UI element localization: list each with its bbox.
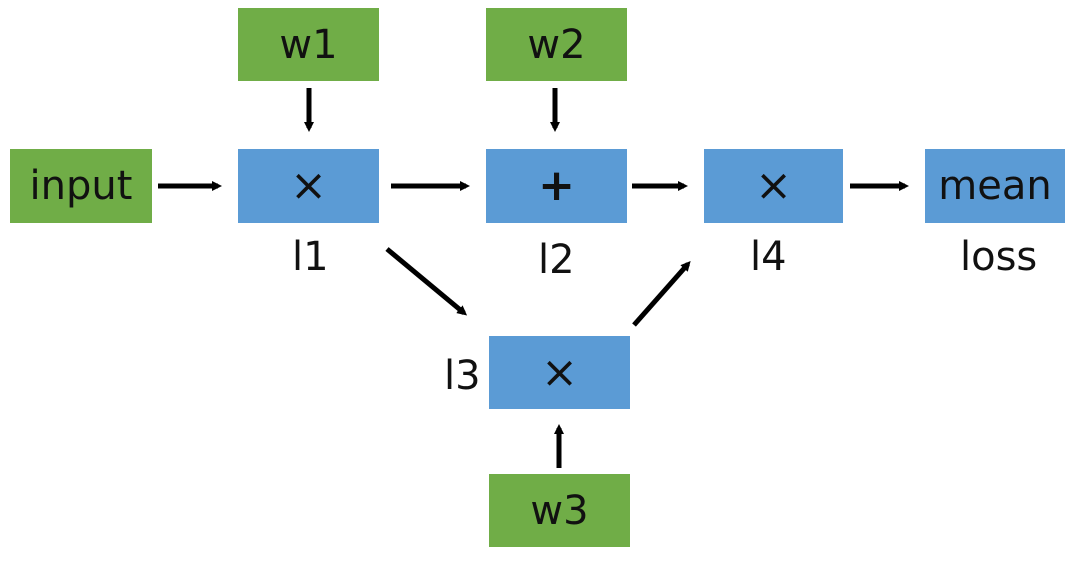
label-l2: l2 xyxy=(538,237,575,283)
node-l1-multiply: × xyxy=(238,149,379,223)
node-w1-label: w1 xyxy=(279,21,338,68)
node-w3-label: w3 xyxy=(530,487,589,534)
multiply-icon: × xyxy=(290,160,327,211)
label-loss: loss xyxy=(960,234,1038,280)
node-l2-add: + xyxy=(486,149,627,223)
node-mean-label: mean xyxy=(938,163,1052,209)
node-input-label: input xyxy=(29,163,133,209)
multiply-icon: × xyxy=(755,160,792,211)
edge-l1-to-l3 xyxy=(385,247,468,316)
label-l4: l4 xyxy=(750,234,787,280)
multiply-icon: × xyxy=(541,346,578,398)
label-l1: l1 xyxy=(292,234,329,280)
node-l4-multiply: × xyxy=(704,149,843,223)
node-w3: w3 xyxy=(489,474,630,547)
node-w1: w1 xyxy=(238,8,379,81)
node-w2-label: w2 xyxy=(527,21,586,68)
node-l3-multiply: × xyxy=(489,336,630,409)
plus-icon: + xyxy=(538,160,575,211)
node-loss-mean: mean xyxy=(925,149,1065,223)
node-w2: w2 xyxy=(486,8,627,81)
label-l3: l3 xyxy=(444,353,481,399)
node-input: input xyxy=(10,149,152,223)
edge-l3-to-l4 xyxy=(632,261,691,327)
